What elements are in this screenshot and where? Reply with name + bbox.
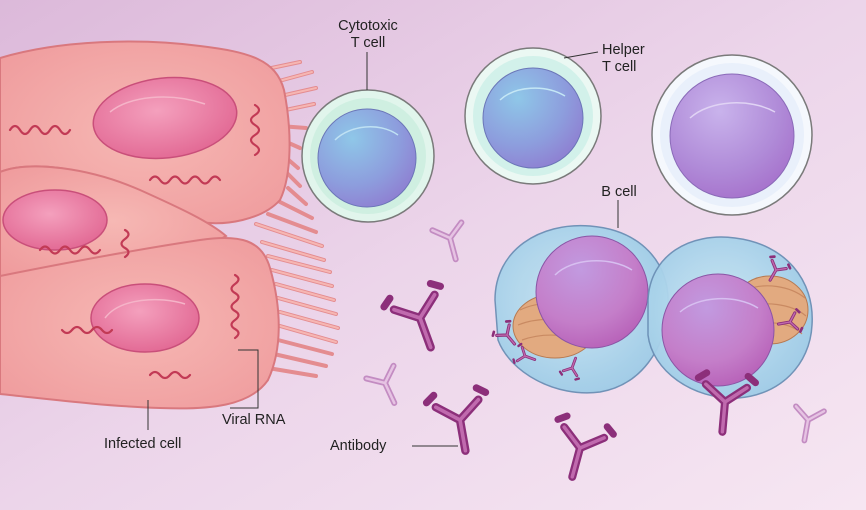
helper-t-cell [464,47,602,185]
cytotoxic-t-cell [301,89,435,223]
b-cell [494,224,669,394]
lymphocyte-cell [651,54,813,216]
infected-cell-label: Infected cell [104,436,182,452]
b-cell-label: B cell [601,184,637,200]
cytotoxic-label-line1: Cytotoxic [338,18,398,34]
b-cell-second [647,236,813,399]
leader-lines [147,51,619,447]
cytotoxic-label-line2: T cell [350,35,386,51]
helper-t-cell-label: Helper T cell [602,42,645,76]
viral-rna-label: Viral RNA [222,412,286,428]
cytotoxic-t-cell-label: Cytotoxic T cell [330,18,406,52]
helper-label-line2: T cell [602,59,637,75]
helper-label-line1: Helper [602,42,645,58]
viral-rna-icon [8,103,261,380]
antibody-label: Antibody [330,438,387,454]
